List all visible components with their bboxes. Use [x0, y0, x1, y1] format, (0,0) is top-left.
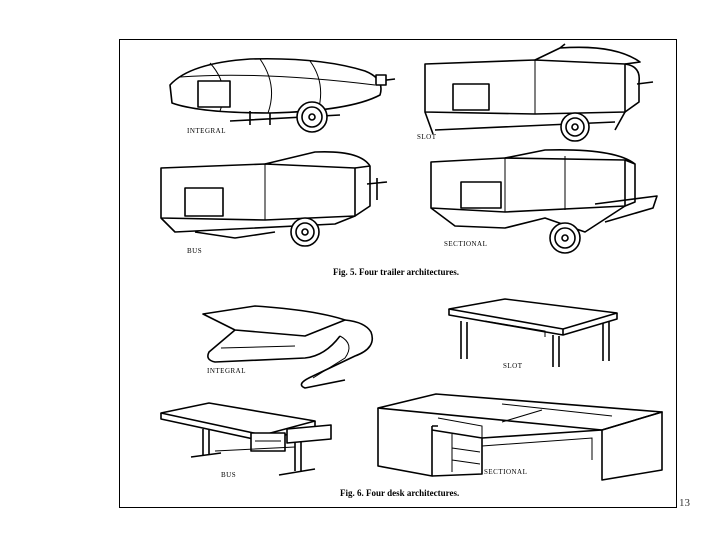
figure6-caption: Fig. 6. Four desk architectures. [340, 488, 460, 498]
trailer-slot-illustration [424, 43, 654, 142]
trailer-sectional-label: SECTIONAL [444, 240, 488, 248]
page-number: 13 [679, 497, 690, 509]
desk-bus-label: BUS [221, 471, 237, 479]
desk-slot-label: SLOT [503, 362, 523, 370]
trailer-bus-label: BUS [187, 247, 203, 255]
trailer-slot-label: SLOT [417, 133, 437, 141]
figure-frame [119, 39, 677, 508]
trailer-sectional-illustration [430, 148, 658, 254]
desk-sectional-label: SECTIONAL [484, 468, 528, 476]
desk-sectional-illustration [377, 393, 663, 481]
desk-integral-label: INTEGRAL [207, 367, 246, 375]
figure5-caption: Fig. 5. Four trailer architectures. [333, 267, 460, 277]
trailer-bus-illustration [160, 150, 388, 247]
trailer-integral-illustration [169, 57, 396, 133]
desk-bus-illustration [160, 402, 332, 476]
trailer-integral-label: INTEGRAL [187, 127, 226, 135]
desk-slot-illustration [448, 298, 618, 367]
desk-integral-illustration [202, 305, 374, 389]
